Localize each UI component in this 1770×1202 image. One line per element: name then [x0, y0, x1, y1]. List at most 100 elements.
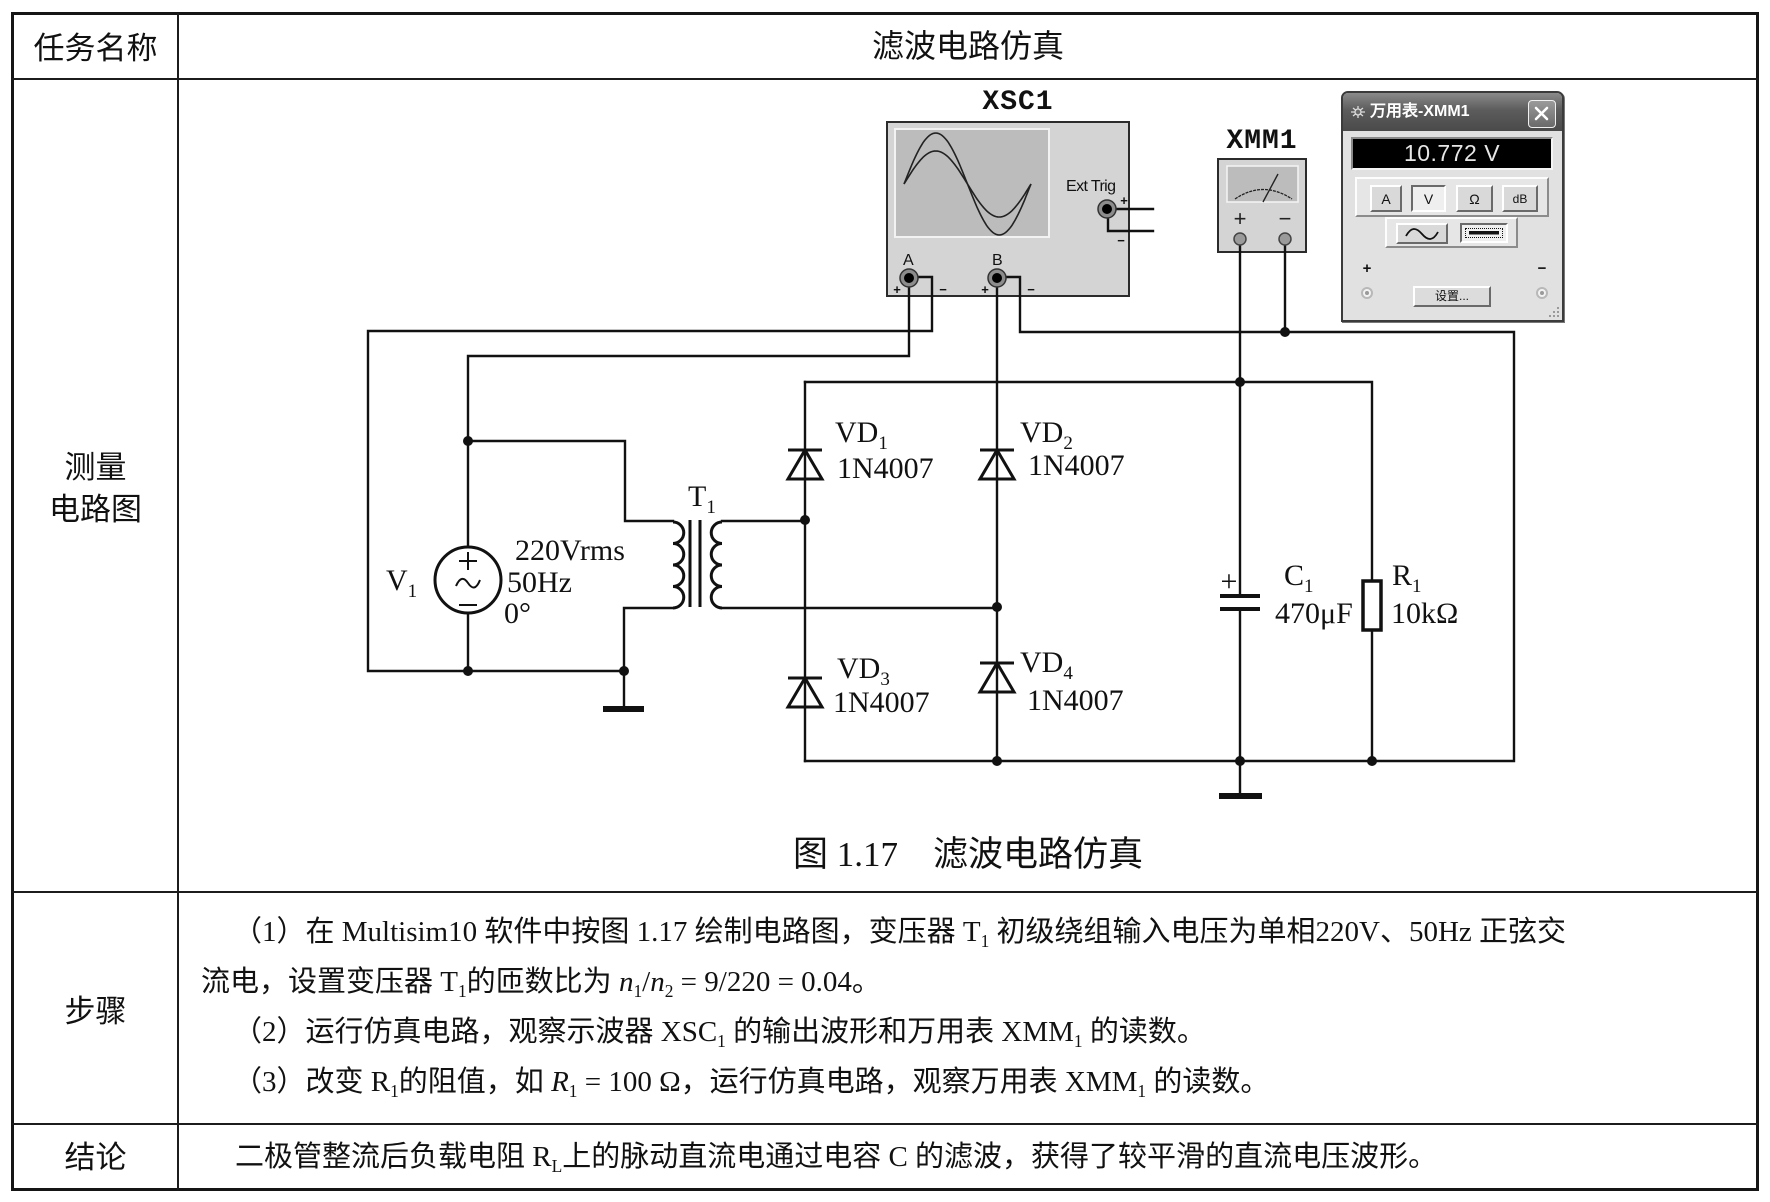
ext-trig-label: Ext Trig [1066, 178, 1115, 195]
capacitor-polarity-sign: + [1221, 565, 1238, 598]
step-math-variable: n [650, 966, 665, 998]
wire-bridge-positive-rail [803, 380, 1374, 583]
mode-ohm-button[interactable]: Ω [1456, 185, 1493, 212]
transformer-ref-sub: 1 [706, 497, 716, 518]
step-text: （3）改变 R [233, 1066, 391, 1098]
step-line: 流电，设置变压器 T1的匝数比为 n1/n2 = 9/220 = 0.04。 [201, 957, 1754, 1007]
step-subscript: 1 [1137, 1080, 1147, 1101]
step-subscript: 1 [980, 930, 990, 951]
panel-minus-sign: − [1537, 260, 1547, 277]
step-math-variable: n [618, 966, 634, 998]
channel-a-terminal-core [904, 273, 914, 283]
step-subscript: 2 [664, 980, 674, 1001]
ac-mode-button[interactable] [1396, 223, 1448, 244]
capacitor-icon [1220, 594, 1260, 611]
mode-decibel-label: dB [1512, 191, 1528, 206]
diode-vd2: VD2 1N4007 [977, 416, 1125, 482]
transformer-ref: T [688, 480, 706, 513]
resistor-icon [1361, 579, 1383, 632]
diode-ref-label: VD3 [837, 652, 890, 690]
transformer-t1: T1 [672, 480, 723, 610]
multimeter-reading-display: 10.772 V [1351, 137, 1553, 170]
signal-type-group [1385, 217, 1518, 248]
task-table-frame [11, 12, 1759, 1191]
junction-dot [619, 666, 629, 676]
step-line: （3）改变 R1的阻值，如 R1 = 100 Ω，运行仿真电路，观察万用表 XM… [201, 1057, 1754, 1107]
task-name-label: 任务名称 [33, 31, 158, 66]
transformer-ref-label: T1 [688, 480, 716, 518]
secondary-winding-icon [709, 520, 723, 610]
step-subscript: 1 [717, 1030, 726, 1051]
step-text: 的读数。 [1146, 1066, 1270, 1098]
conclusion-text: 二极管整流后负载电阻 R [235, 1141, 552, 1173]
channel-a-plus-sign: + [893, 282, 901, 297]
mode-volt-button[interactable]: V [1411, 185, 1446, 212]
multimeter-panel-titlebar[interactable]: 万用表-XMM1 [1343, 93, 1562, 131]
wire-channel-a-positive [466, 285, 911, 549]
wire-channel-a-negative [366, 275, 934, 673]
resistor-ref: R [1392, 559, 1412, 592]
primary-winding-icon [672, 520, 686, 610]
source-frequency: 50Hz [507, 566, 572, 599]
step-text: 流电，设置变压器 T [201, 966, 458, 998]
close-button[interactable] [1528, 100, 1556, 128]
multimeter-app-icon [1351, 106, 1365, 118]
step-text: / [642, 966, 651, 998]
diode-ref-label: VD4 [1020, 646, 1073, 684]
panel-negative-terminal-icon[interactable] [1536, 287, 1548, 299]
steps-row-label: 步骤 [64, 994, 127, 1029]
diode-ref-sub: 2 [1063, 433, 1073, 454]
source-phase: 0° [504, 597, 531, 630]
diode-ref-sub: 4 [1063, 663, 1073, 684]
wires [366, 207, 1516, 796]
capacitor-value: 470μF [1275, 597, 1353, 630]
step-subscript: 1 [633, 980, 643, 1001]
oscilloscope-screen [894, 128, 1050, 238]
capacitor-ref-sub: 1 [1304, 576, 1314, 597]
diode-ref: VD [837, 652, 880, 685]
mode-decibel-button[interactable]: dB [1502, 185, 1538, 212]
panel-positive-terminal-icon[interactable] [1361, 287, 1373, 299]
diode-part-number: 1N4007 [833, 686, 930, 719]
mode-volt-label: V [1423, 190, 1434, 207]
junction-dot [992, 602, 1002, 612]
diode-vd3: VD3 1N4007 [785, 652, 930, 719]
junction-dot [463, 666, 473, 676]
step-subscript: 1 [457, 980, 467, 1001]
multimeter-xmm1-symbol: XMM1 + − [1217, 126, 1307, 253]
wire-primary-bottom [622, 606, 675, 710]
diode-ref: VD [835, 416, 878, 449]
junction-dot [1367, 756, 1377, 766]
task-name-value: 滤波电路仿真 [871, 28, 1064, 64]
step-text: = 9/220 = 0.04。 [673, 966, 881, 998]
step-text: 初级绕组输入电压为单相220V、50Hz 正弦交 [989, 916, 1567, 948]
resize-grip-icon[interactable] [1546, 304, 1560, 318]
junction-dot [992, 756, 1002, 766]
mode-ampere-button[interactable]: A [1370, 185, 1402, 212]
channel-a-minus-sign: − [939, 282, 947, 297]
diode-ref-label: VD1 [835, 416, 888, 454]
table-row-divider [12, 1123, 1758, 1125]
source-ref-sub: 1 [408, 581, 418, 602]
diode-icon [785, 447, 825, 481]
diode-ref-sub: 1 [878, 433, 888, 454]
channel-a-label: A [903, 252, 914, 269]
junction-dot [800, 515, 810, 525]
diode-icon [785, 675, 825, 709]
step-text: （1）在 Multisim10 软件中按图 1.17 绘制电路图，变压器 T [233, 916, 981, 948]
multimeter-minus-sign: − [1279, 206, 1292, 231]
multimeter-positive-terminal-icon [1233, 232, 1247, 246]
circuit-row-label-line2: 电路图 [49, 492, 142, 527]
ext-trig-plus-sign: + [1120, 193, 1128, 208]
dc-mode-button[interactable] [1460, 223, 1508, 243]
meter-scale-arc-icon [1234, 188, 1293, 200]
mode-ampere-label: A [1381, 190, 1391, 207]
capacitor-ref: C [1284, 559, 1304, 592]
diode-ref: VD [1020, 646, 1063, 679]
ext-trig-minus-sign: − [1117, 233, 1125, 248]
sine-wave-icon [455, 577, 481, 589]
step-text: 的匝数比为 [466, 966, 619, 998]
step-text: （2）运行仿真电路，观察示波器 XSC [233, 1016, 718, 1048]
settings-button[interactable]: 设置... [1413, 286, 1491, 307]
